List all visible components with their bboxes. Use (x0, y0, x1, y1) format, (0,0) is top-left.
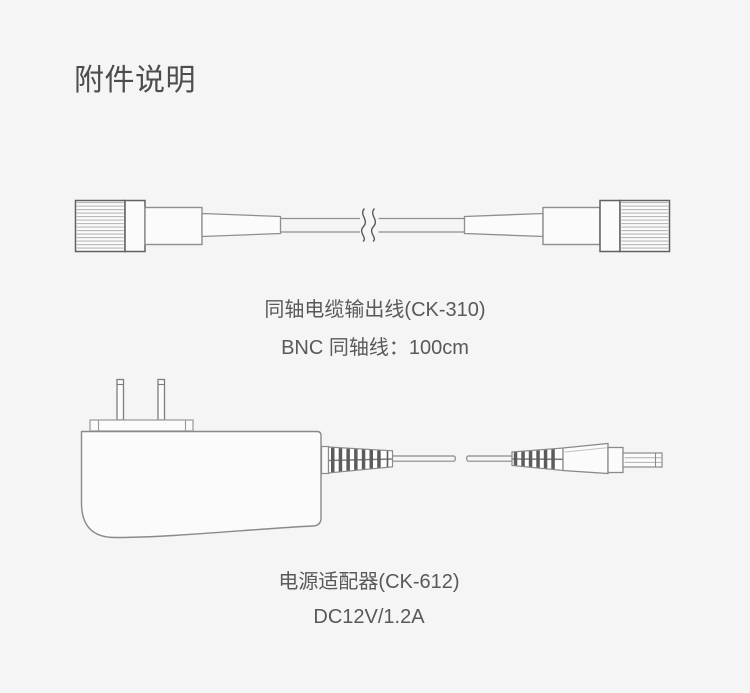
bnc-connector-left-icon (74, 199, 282, 253)
coax-cable-run (280, 208, 465, 243)
power-adapter-caption-model: 电源适配器(CK-612) (278, 571, 460, 593)
dc-plug-icon (511, 442, 663, 475)
plug-prongs-icon (89, 378, 194, 432)
cable-break-icon (360, 208, 377, 243)
dc-cable-run (392, 455, 512, 462)
power-adapter-caption-spec: DC12V/1.2A (313, 606, 425, 628)
adapter-body (80, 430, 322, 539)
bnc-connector-right-icon (463, 199, 671, 253)
coax-cable-diagram (74, 199, 671, 253)
power-adapter-diagram (80, 378, 663, 539)
coax-cable-caption-spec: BNC 同轴线：100cm (281, 337, 469, 359)
strain-relief-left-icon (320, 445, 394, 475)
page-title: 附件说明 (74, 64, 196, 97)
coax-cable-caption-model: 同轴电缆输出线(CK-310) (264, 299, 486, 321)
